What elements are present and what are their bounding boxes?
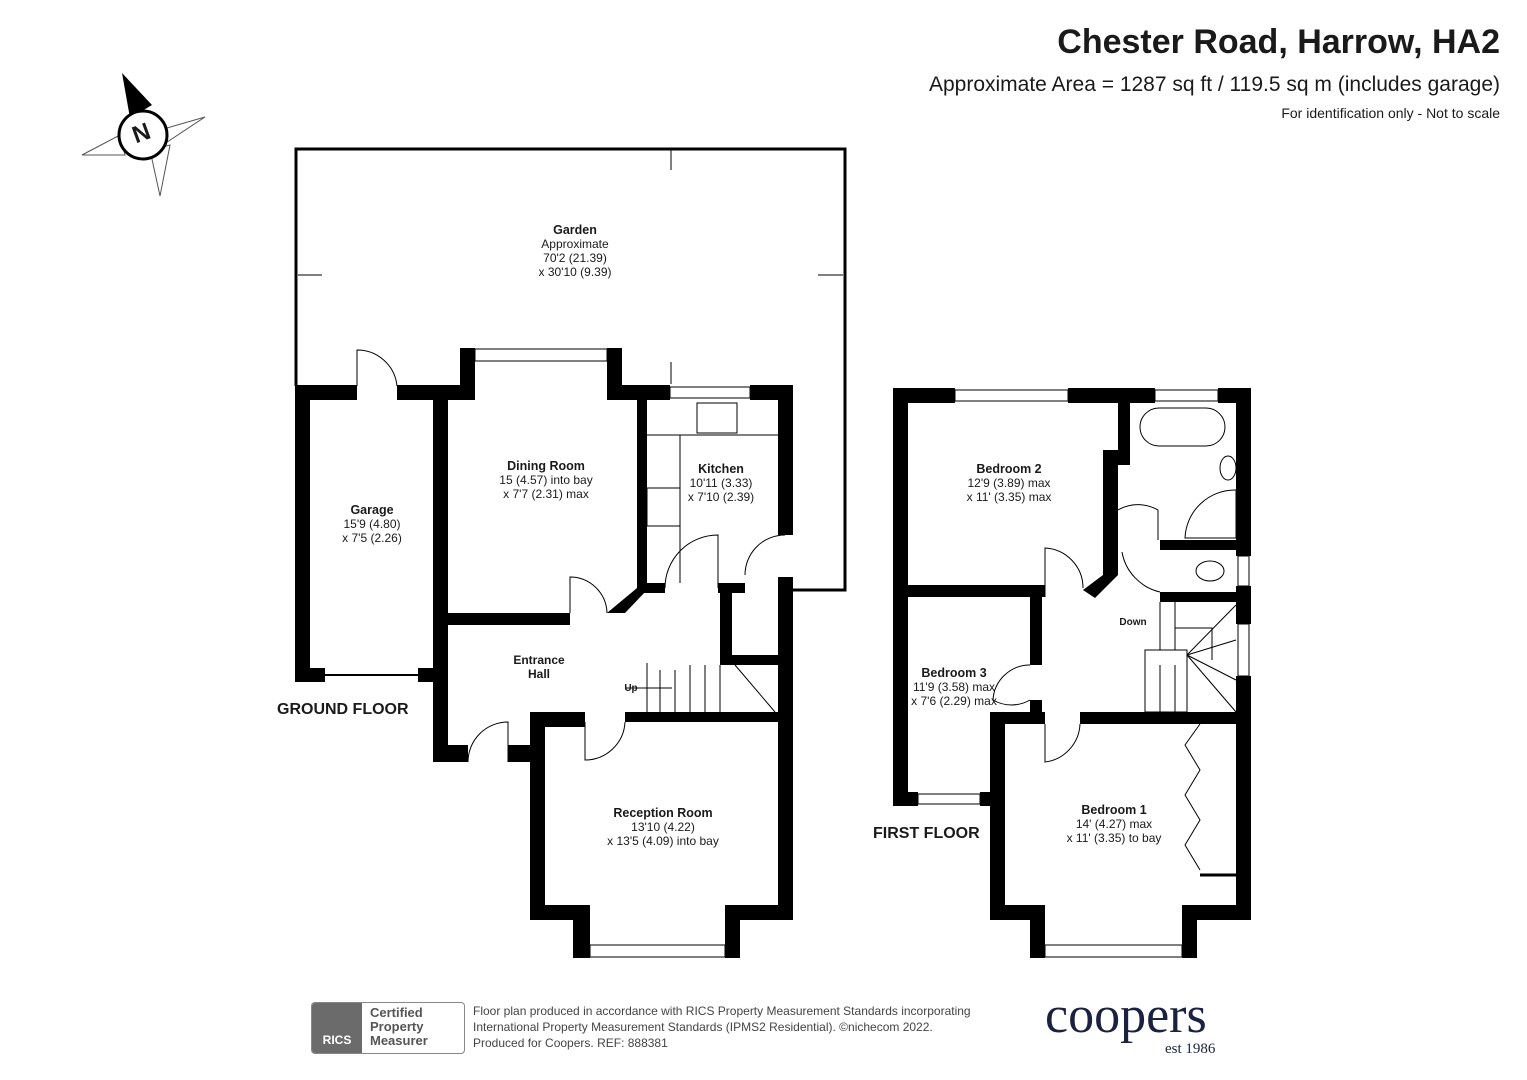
disclaimer: For identification only - Not to scale bbox=[1281, 105, 1500, 121]
rics-certified-text: Certified Property Measurer bbox=[370, 1005, 428, 1048]
compass-icon bbox=[81, 73, 206, 197]
dimension-arrows bbox=[298, 148, 843, 384]
first-stairs bbox=[1144, 602, 1237, 713]
stairs-down-label: Down bbox=[1119, 617, 1147, 628]
property-title: Chester Road, Harrow, HA2 bbox=[1057, 23, 1500, 61]
coopers-logo: coopers bbox=[1045, 987, 1207, 1044]
garden-outline bbox=[294, 147, 847, 592]
footer-notice: Floor plan produced in accordance with R… bbox=[473, 1004, 971, 1050]
ground-floor-label: GROUND FLOOR bbox=[277, 701, 409, 718]
first-floor-walls bbox=[893, 388, 1251, 958]
coopers-est: est 1986 bbox=[1165, 1041, 1216, 1057]
approximate-area: Approximate Area = 1287 sq ft / 119.5 sq… bbox=[928, 73, 1500, 96]
rics-logo: RICS bbox=[312, 1003, 362, 1053]
ground-stairs bbox=[625, 663, 776, 713]
ground-floor-walls bbox=[295, 348, 793, 958]
first-floor-label: FIRST FLOOR bbox=[873, 825, 980, 842]
rics-badge: RICS Certified Property Measurer bbox=[311, 1002, 465, 1054]
stairs-up-label: Up bbox=[624, 683, 638, 694]
